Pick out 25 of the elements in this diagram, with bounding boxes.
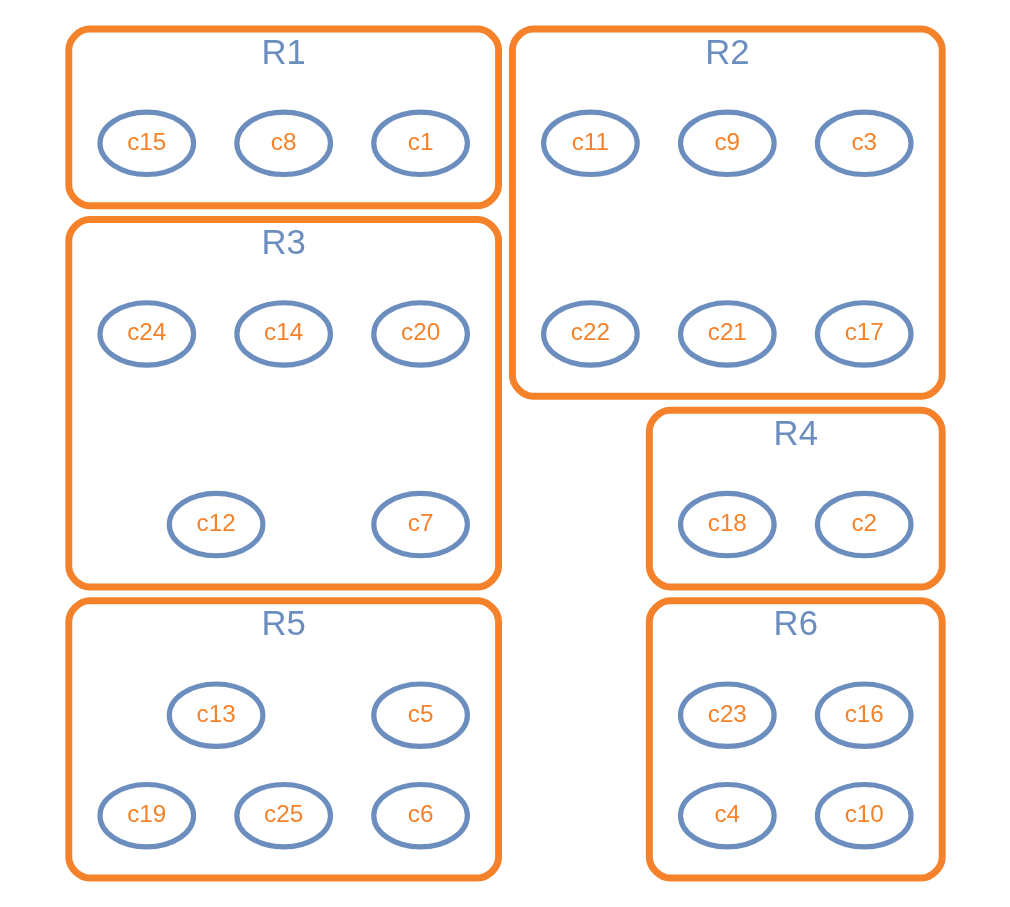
node-ellipse: c17 <box>814 300 914 368</box>
node-ellipse: c3 <box>814 109 914 178</box>
node-ellipse: c23 <box>677 681 777 749</box>
node-ellipse: c22 <box>540 300 640 368</box>
node-ellipse: c13 <box>166 681 265 749</box>
node-ellipse: c15 <box>96 109 196 178</box>
node-ellipse: c19 <box>96 781 196 850</box>
node-ellipse: c7 <box>370 490 470 559</box>
node-ellipse: c6 <box>370 781 470 850</box>
node-ellipse: c14 <box>233 300 333 368</box>
node-ellipse: c20 <box>370 300 470 368</box>
node-ellipse: c9 <box>677 109 777 178</box>
node-ellipse: c2 <box>814 490 914 559</box>
node-ellipse: c1 <box>370 109 470 178</box>
node-ellipse: c12 <box>166 490 265 559</box>
node-ellipse: c16 <box>814 681 914 749</box>
node-ellipse: c5 <box>370 681 470 749</box>
node-ellipse: c4 <box>677 781 777 850</box>
node-ellipse: c10 <box>814 781 914 850</box>
node-ellipse: c25 <box>233 781 333 850</box>
node-ellipse: c18 <box>677 490 777 559</box>
node-ellipse: c21 <box>677 300 777 368</box>
node-ellipse: c8 <box>233 109 333 178</box>
node-ellipse: c24 <box>96 300 196 368</box>
node-ellipse: c11 <box>540 109 640 178</box>
